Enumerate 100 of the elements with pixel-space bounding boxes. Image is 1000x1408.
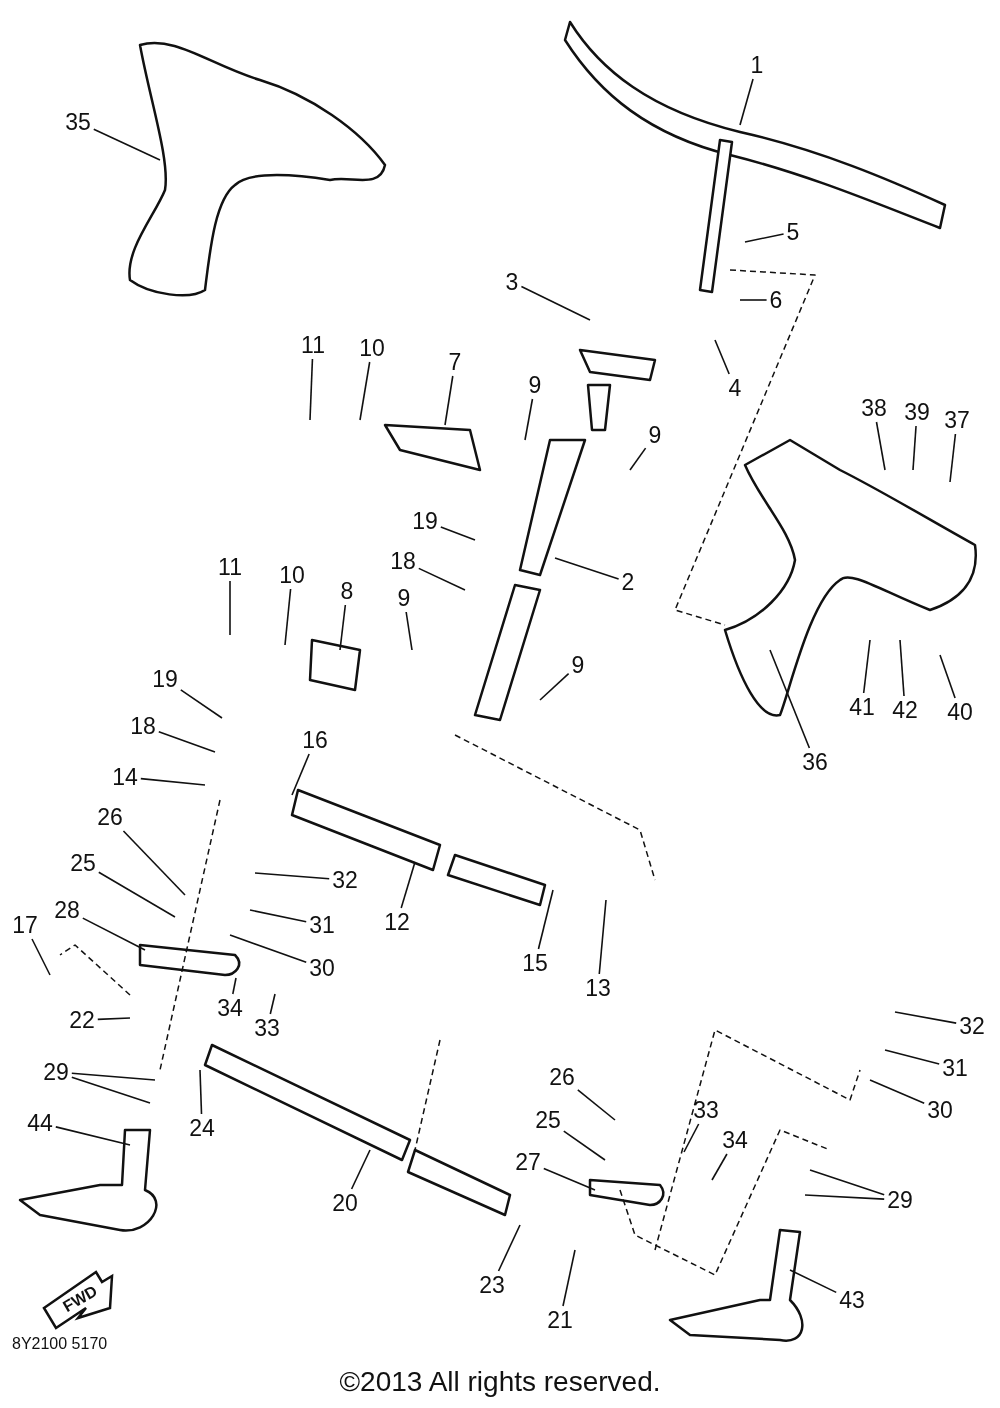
callout-number: 18 bbox=[389, 549, 417, 573]
callout-number: 11 bbox=[300, 333, 326, 357]
leader-line bbox=[31, 938, 51, 976]
leader-line bbox=[497, 1224, 521, 1272]
leader-line bbox=[912, 425, 917, 471]
callout-number: 33 bbox=[253, 1016, 281, 1040]
callout-number: 31 bbox=[308, 913, 336, 937]
callout-number: 21 bbox=[546, 1308, 574, 1332]
callout-number: 44 bbox=[26, 1111, 54, 1135]
leader-line bbox=[562, 1249, 576, 1307]
leader-line bbox=[899, 639, 905, 697]
leader-line bbox=[862, 639, 871, 694]
leader-line bbox=[350, 1149, 371, 1190]
callout-number: 13 bbox=[584, 976, 612, 1000]
callout-number: 20 bbox=[331, 1191, 359, 1215]
callout-number: 29 bbox=[886, 1188, 914, 1212]
leader-line bbox=[418, 567, 466, 591]
leader-line bbox=[199, 1069, 203, 1115]
leader-line bbox=[405, 611, 413, 651]
leader-line bbox=[683, 1123, 700, 1153]
callout-number: 3 bbox=[504, 270, 520, 294]
leader-line bbox=[804, 1194, 885, 1200]
leader-line bbox=[543, 1167, 596, 1191]
callout-number: 7 bbox=[447, 350, 463, 374]
callout-number: 33 bbox=[692, 1098, 720, 1122]
callout-number: 26 bbox=[548, 1065, 576, 1089]
callout-number: 32 bbox=[331, 868, 359, 892]
callout-number: 34 bbox=[721, 1128, 749, 1152]
leader-line bbox=[122, 830, 186, 896]
callout-number: 28 bbox=[53, 898, 81, 922]
leader-line bbox=[714, 339, 730, 375]
callout-number: 2 bbox=[620, 570, 636, 594]
callout-number: 24 bbox=[188, 1116, 216, 1140]
leader-line bbox=[232, 977, 237, 995]
callout-number: 29 bbox=[42, 1060, 70, 1084]
callout-number: 18 bbox=[129, 714, 157, 738]
leader-line bbox=[291, 753, 310, 796]
callout-number: 32 bbox=[958, 1014, 986, 1038]
leader-line bbox=[537, 889, 554, 950]
leader-line bbox=[789, 1269, 837, 1294]
leader-line bbox=[180, 689, 223, 719]
callout-number: 19 bbox=[151, 667, 179, 691]
callout-number: 43 bbox=[838, 1288, 866, 1312]
callout-number: 36 bbox=[801, 750, 829, 774]
callout-number: 9 bbox=[396, 586, 412, 610]
leader-line bbox=[339, 604, 347, 651]
copyright-caption: ©2013 All rights reserved. bbox=[338, 1366, 662, 1398]
callout-number: 25 bbox=[69, 851, 97, 875]
leader-line bbox=[554, 557, 620, 580]
callout-number: 42 bbox=[891, 698, 919, 722]
callout-number: 9 bbox=[527, 373, 543, 397]
callout-number: 22 bbox=[68, 1008, 96, 1032]
leader-line bbox=[629, 447, 647, 471]
callout-number: 25 bbox=[534, 1108, 562, 1132]
callout-number: 30 bbox=[926, 1098, 954, 1122]
leader-line bbox=[440, 526, 476, 541]
leader-line bbox=[229, 934, 307, 964]
leader-line bbox=[269, 993, 276, 1015]
leader-line bbox=[598, 899, 607, 975]
callout-number: 8 bbox=[339, 579, 355, 603]
callout-number: 5 bbox=[785, 220, 801, 244]
callout-number: 17 bbox=[11, 913, 39, 937]
callout-number: 19 bbox=[411, 509, 439, 533]
leader-line bbox=[520, 285, 591, 321]
callout-number: 10 bbox=[278, 563, 306, 587]
leader-line bbox=[284, 588, 292, 646]
callout-number: 16 bbox=[301, 728, 329, 752]
leader-line bbox=[869, 1079, 925, 1105]
leader-line bbox=[949, 433, 957, 483]
leader-line bbox=[875, 421, 886, 471]
leader-line bbox=[254, 872, 330, 880]
part-code: 8Y2100 5170 bbox=[12, 1335, 108, 1353]
leader-line bbox=[359, 361, 371, 421]
callout-number: 39 bbox=[903, 400, 931, 424]
leader-line bbox=[158, 730, 216, 753]
leader-line bbox=[444, 375, 454, 426]
callout-number: 41 bbox=[848, 695, 876, 719]
callout-number: 1 bbox=[749, 53, 765, 77]
callout-number: 12 bbox=[383, 910, 411, 934]
callout-number: 23 bbox=[478, 1273, 506, 1297]
leader-line bbox=[55, 1126, 131, 1146]
leader-line bbox=[98, 871, 176, 918]
leader-line bbox=[539, 672, 570, 701]
callout-number: 11 bbox=[217, 555, 243, 579]
leader-line bbox=[744, 233, 785, 243]
leader-line bbox=[524, 398, 534, 441]
callout-number: 27 bbox=[514, 1150, 542, 1174]
callout-number: 4 bbox=[727, 376, 743, 400]
leader-line bbox=[884, 1049, 940, 1065]
leader-line bbox=[894, 1011, 957, 1024]
fwd-label: FWD bbox=[59, 1282, 101, 1316]
callout-number: 9 bbox=[570, 653, 586, 677]
leader-line bbox=[249, 909, 307, 923]
callout-number: 9 bbox=[647, 423, 663, 447]
callout-number: 26 bbox=[96, 805, 124, 829]
callout-number: 14 bbox=[111, 765, 139, 789]
leader-line bbox=[577, 1089, 616, 1121]
leader-line bbox=[739, 78, 754, 126]
leader-line bbox=[563, 1130, 606, 1161]
leader-line bbox=[309, 358, 314, 421]
